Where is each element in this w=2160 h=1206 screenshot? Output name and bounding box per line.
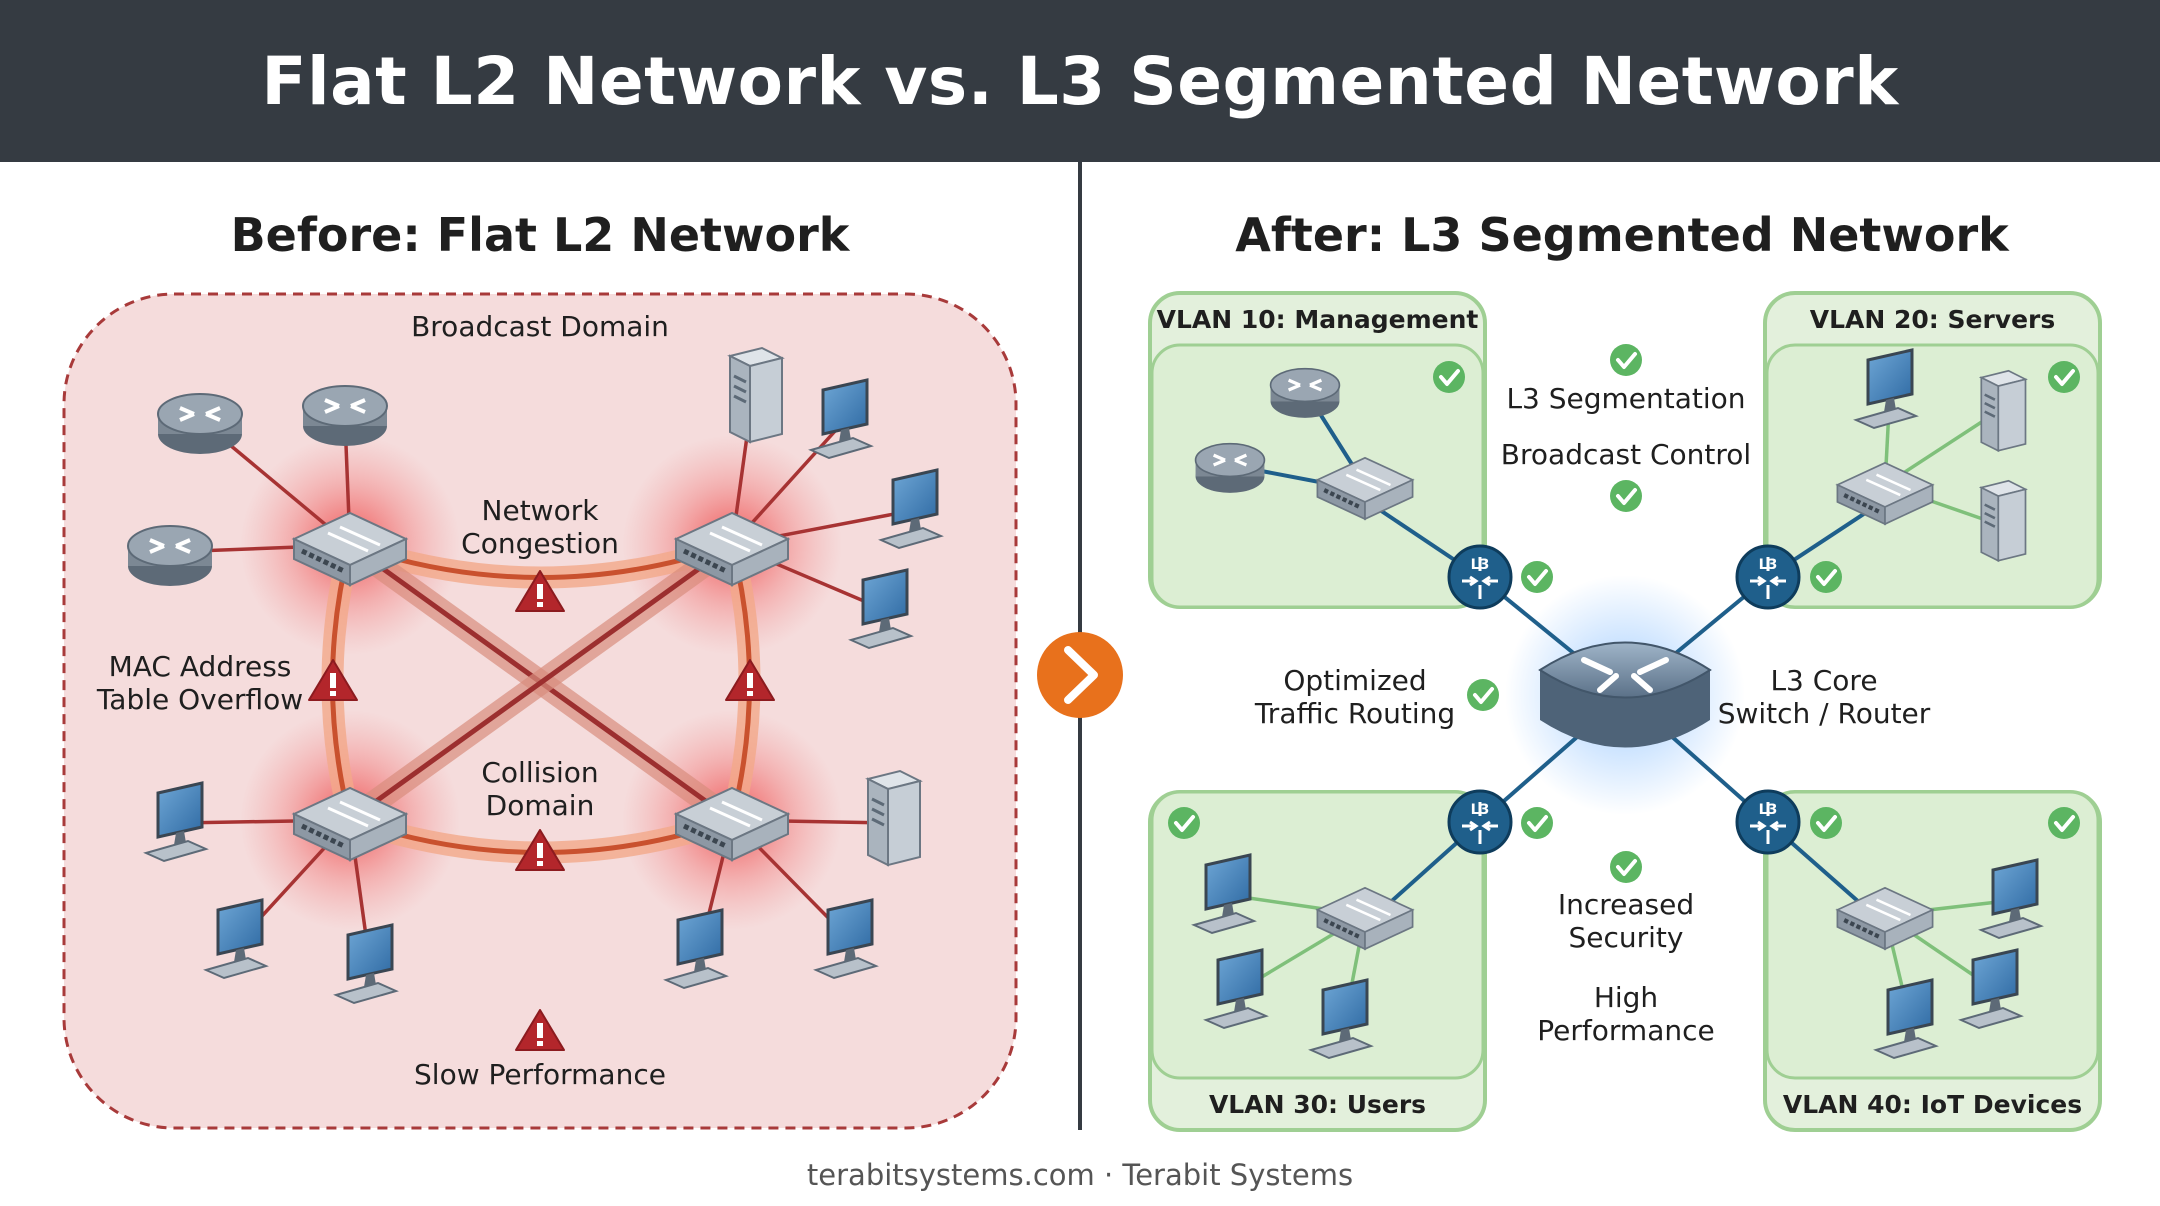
core-switch-label: L3 Core Switch / Router (1717, 664, 1931, 730)
chevron-right-icon (1064, 646, 1098, 704)
check-icon (1166, 805, 1202, 841)
router-icon (156, 392, 244, 456)
vlan-40-label: VLAN 40: IoT Devices (1782, 1090, 2083, 1119)
l3-router-badge: L3 (1759, 802, 1778, 818)
check-icon (1608, 478, 1644, 514)
check-icon (1431, 359, 1467, 395)
check-icon (2046, 359, 2082, 395)
broadcast-control-label: Broadcast Control (1500, 438, 1752, 471)
check-icon (1519, 559, 1555, 595)
slow-performance-label: Slow Performance (414, 1058, 666, 1091)
mac-overflow-label: MAC Address Table Overflow (96, 650, 304, 716)
l3-router-icon (1735, 544, 1801, 610)
l3-router-badge: L3 (1759, 557, 1778, 573)
router-icon (1268, 367, 1342, 420)
core-switch-icon (1538, 641, 1712, 748)
increased-security-label: Increased Security (1557, 888, 1695, 954)
vlan-20-label: VLAN 20: Servers (1809, 305, 2056, 334)
l3-segmentation-label: L3 Segmentation (1506, 382, 1746, 415)
server-icon (866, 769, 922, 867)
vlan-10-label: VLAN 10: Management (1156, 305, 1479, 334)
page-title: Flat L2 Network vs. L3 Segmented Network (0, 0, 2160, 162)
check-icon (1608, 849, 1644, 885)
check-icon (1808, 805, 1844, 841)
l3-router-icon (1735, 789, 1801, 855)
l3-router-icon (1447, 789, 1513, 855)
check-icon (2046, 805, 2082, 841)
high-performance-label: High Performance (1537, 981, 1715, 1047)
router-icon (126, 524, 214, 588)
before-heading: Before: Flat L2 Network (230, 208, 850, 262)
check-icon (1808, 559, 1844, 595)
arrow-circle (1037, 632, 1123, 718)
collision-domain-label: Collision Domain (481, 756, 599, 822)
footer-credit: terabitsystems.com · Terabit Systems (806, 1158, 1354, 1192)
after-heading: After: L3 Segmented Network (1235, 208, 2009, 262)
l3-router-badge: L3 (1471, 557, 1490, 573)
server-icon (1980, 479, 2027, 562)
optimized-routing-label: Optimized Traffic Routing (1254, 664, 1456, 730)
network-congestion-label: Network Congestion (461, 494, 619, 560)
check-icon (1608, 342, 1644, 378)
check-icon (1465, 677, 1501, 713)
server-icon (728, 346, 784, 444)
check-icon (1519, 805, 1555, 841)
router-icon (301, 384, 389, 448)
router-icon (1193, 442, 1267, 495)
l3-router-badge: L3 (1471, 802, 1490, 818)
l3-router-icon (1447, 544, 1513, 610)
server-icon (1980, 369, 2027, 452)
broadcast-domain-label: Broadcast Domain (411, 310, 669, 343)
vlan-30-label: VLAN 30: Users (1208, 1090, 1427, 1119)
